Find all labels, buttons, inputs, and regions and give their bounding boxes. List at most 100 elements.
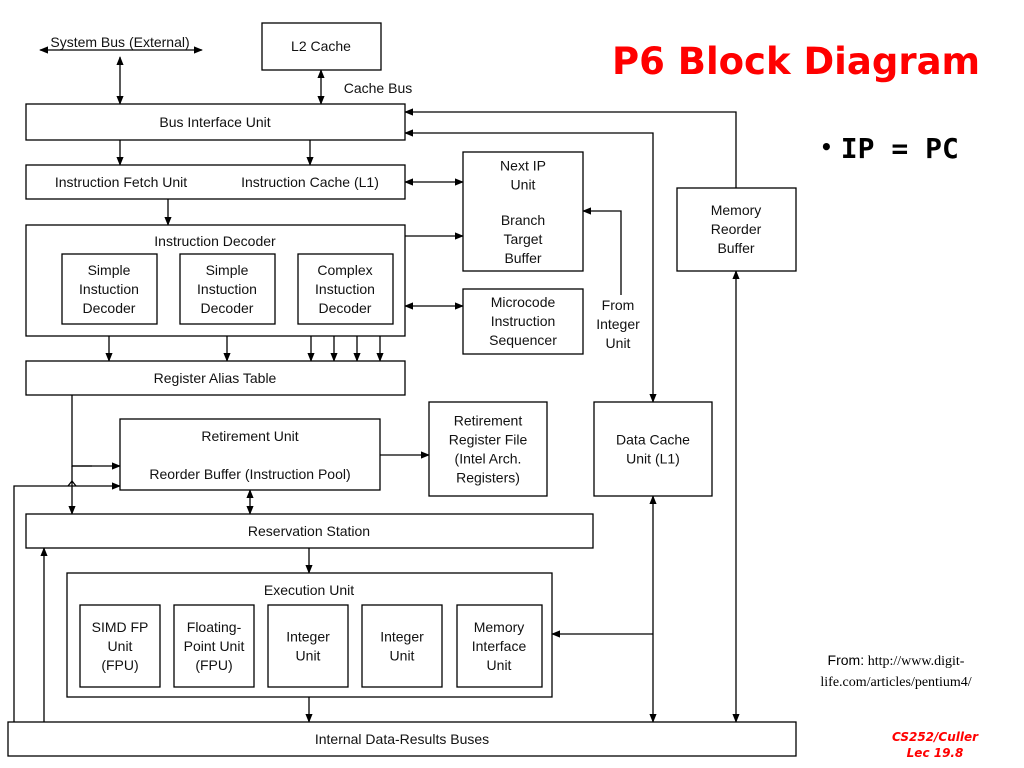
- integer-unit-1-label-line: Unit: [296, 648, 321, 664]
- next-ip-unit-label-line: Next IP: [500, 158, 546, 174]
- internal-buses-box: [7, 721, 797, 757]
- hop-arc: [67, 479, 77, 487]
- simd-fp-unit-label-line: (FPU): [101, 657, 138, 673]
- mob-to-biu: [404, 108, 737, 188]
- source-citation: From: http://www.digit- life.com/article…: [796, 650, 996, 693]
- microcode-sequencer-box: [462, 288, 584, 355]
- bullet-text: IP = PC: [840, 132, 959, 165]
- simd-fp-unit-label-line: Unit: [108, 638, 133, 654]
- instruction-decoder-label-line: Instruction Decoder: [154, 233, 276, 249]
- rat-to-rob: [71, 395, 121, 470]
- branch-target-buffer-label-line: Target: [504, 231, 543, 247]
- floating-point-unit-label: Floating- Point Unit (FPU): [184, 619, 245, 673]
- bus-interface-unit-label-line: Bus Interface Unit: [159, 114, 270, 130]
- data-cache-unit-label-line: Unit (L1): [626, 451, 680, 467]
- reorder-buffer-label: Reorder Buffer (Instruction Pool): [149, 466, 350, 482]
- internal-buses-label: Internal Data-Results Buses: [315, 731, 489, 747]
- l2-cache-label-line: L2 Cache: [291, 38, 351, 54]
- l2-cache-label: L2 Cache: [291, 38, 351, 54]
- instruction-fetch-cache-box: [25, 164, 406, 200]
- memory-reorder-buffer-box: [676, 187, 797, 272]
- bullet-dot-icon: •: [820, 135, 833, 159]
- retirement-register-file-label-line: Registers): [456, 470, 520, 486]
- floating-point-unit-label-line: Floating-: [187, 619, 242, 635]
- bus-interface-unit-label: Bus Interface Unit: [159, 114, 270, 130]
- from-integer-unit-label-line: Integer: [596, 316, 640, 332]
- complex-decoder-label-line: Decoder: [319, 300, 372, 316]
- microcode-sequencer-label-line: Sequencer: [489, 332, 557, 348]
- simple-decoder-2-label-line: Decoder: [201, 300, 254, 316]
- next-ip-branch-target-box: [462, 151, 584, 272]
- complex-decoder-label-line: Instuction: [315, 281, 375, 297]
- simple-decoder-2-label-line: Instuction: [197, 281, 257, 297]
- data-cache-unit-label-line: Data Cache: [616, 432, 690, 448]
- internal-to-rob: [13, 482, 121, 722]
- memory-interface-unit-box: [456, 604, 543, 688]
- simple-decoder-1-label-line: Instuction: [79, 281, 139, 297]
- l2-cache-box: [261, 22, 382, 71]
- microcode-sequencer-label-line: Instruction: [491, 313, 556, 329]
- simple-decoder-1-box: [61, 253, 158, 325]
- reservation-station-label: Reservation Station: [248, 523, 370, 539]
- complex-decoder-box: [297, 253, 394, 325]
- register-alias-table-box: [25, 360, 406, 396]
- internal-buses-label-line: Internal Data-Results Buses: [315, 731, 489, 747]
- complex-decoder-label-line: Complex: [317, 262, 372, 278]
- simple-decoder-2-box: [179, 253, 276, 325]
- instruction-fetch-unit-label-line: Instruction Fetch Unit: [55, 174, 187, 190]
- execution-unit-label-line: Execution Unit: [264, 582, 354, 598]
- system-bus-label: System Bus (External): [50, 34, 189, 50]
- next-ip-unit-label: Next IP Unit: [500, 158, 546, 193]
- memory-interface-unit-label-line: Interface: [472, 638, 527, 654]
- instruction-cache-label: Instruction Cache (L1): [241, 174, 379, 190]
- retirement-unit-label-line: Retirement Unit: [201, 428, 298, 444]
- register-alias-table-label-line: Register Alias Table: [154, 370, 277, 386]
- source-url-line1: http://www.digit-: [867, 654, 965, 669]
- data-cache-unit-box: [593, 401, 713, 497]
- microcode-sequencer-label-line: Microcode: [491, 294, 556, 310]
- memory-reorder-buffer-label-line: Reorder: [711, 221, 762, 237]
- dcu-to-biu: [404, 129, 657, 403]
- instruction-cache-label-line: Instruction Cache (L1): [241, 174, 379, 190]
- retirement-register-file-label-line: Retirement: [454, 413, 523, 429]
- cache-bus-label-line: Cache Bus: [344, 80, 412, 96]
- source-label: From:: [827, 652, 865, 668]
- floating-point-unit-label-line: Point Unit: [184, 638, 245, 654]
- system-bus-label-line: System Bus (External): [50, 34, 189, 50]
- reservation-station-box: [25, 513, 594, 549]
- simd-fp-unit-box: [79, 604, 161, 688]
- from-integer-to-btb: [582, 207, 622, 295]
- floating-point-unit-label-line: (FPU): [195, 657, 232, 673]
- bus-interface-unit-box: [25, 103, 406, 141]
- cache-bus-label: Cache Bus: [344, 80, 412, 96]
- from-integer-unit-label-line: From: [602, 297, 635, 313]
- integer-unit-2-label-line: Integer: [380, 629, 424, 645]
- simple-decoder-1-label-line: Simple: [88, 262, 131, 278]
- retirement-register-file-label-line: Register File: [449, 432, 528, 448]
- from-integer-unit-label-line: Unit: [606, 335, 631, 351]
- memory-interface-unit-label-line: Memory: [474, 619, 525, 635]
- footer-course: CS252/Culler: [891, 730, 979, 744]
- instruction-fetch-unit-label: Instruction Fetch Unit: [55, 174, 187, 190]
- reservation-station-label-line: Reservation Station: [248, 523, 370, 539]
- integer-unit-2-label-line: Unit: [390, 648, 415, 664]
- source-url-line2: life.com/articles/pentium4/: [820, 675, 972, 690]
- simple-decoder-1-label-line: Decoder: [83, 300, 136, 316]
- execution-unit-label: Execution Unit: [264, 582, 354, 598]
- retirement-reorder-box: [119, 418, 381, 491]
- simple-decoder-2-label-line: Simple: [206, 262, 249, 278]
- footer-lecture: Lec 19.8: [906, 746, 964, 760]
- integer-unit-1-label-line: Integer: [286, 629, 330, 645]
- next-ip-unit-label-line: Unit: [511, 177, 536, 193]
- bullet-item: • IP = PC: [820, 132, 959, 165]
